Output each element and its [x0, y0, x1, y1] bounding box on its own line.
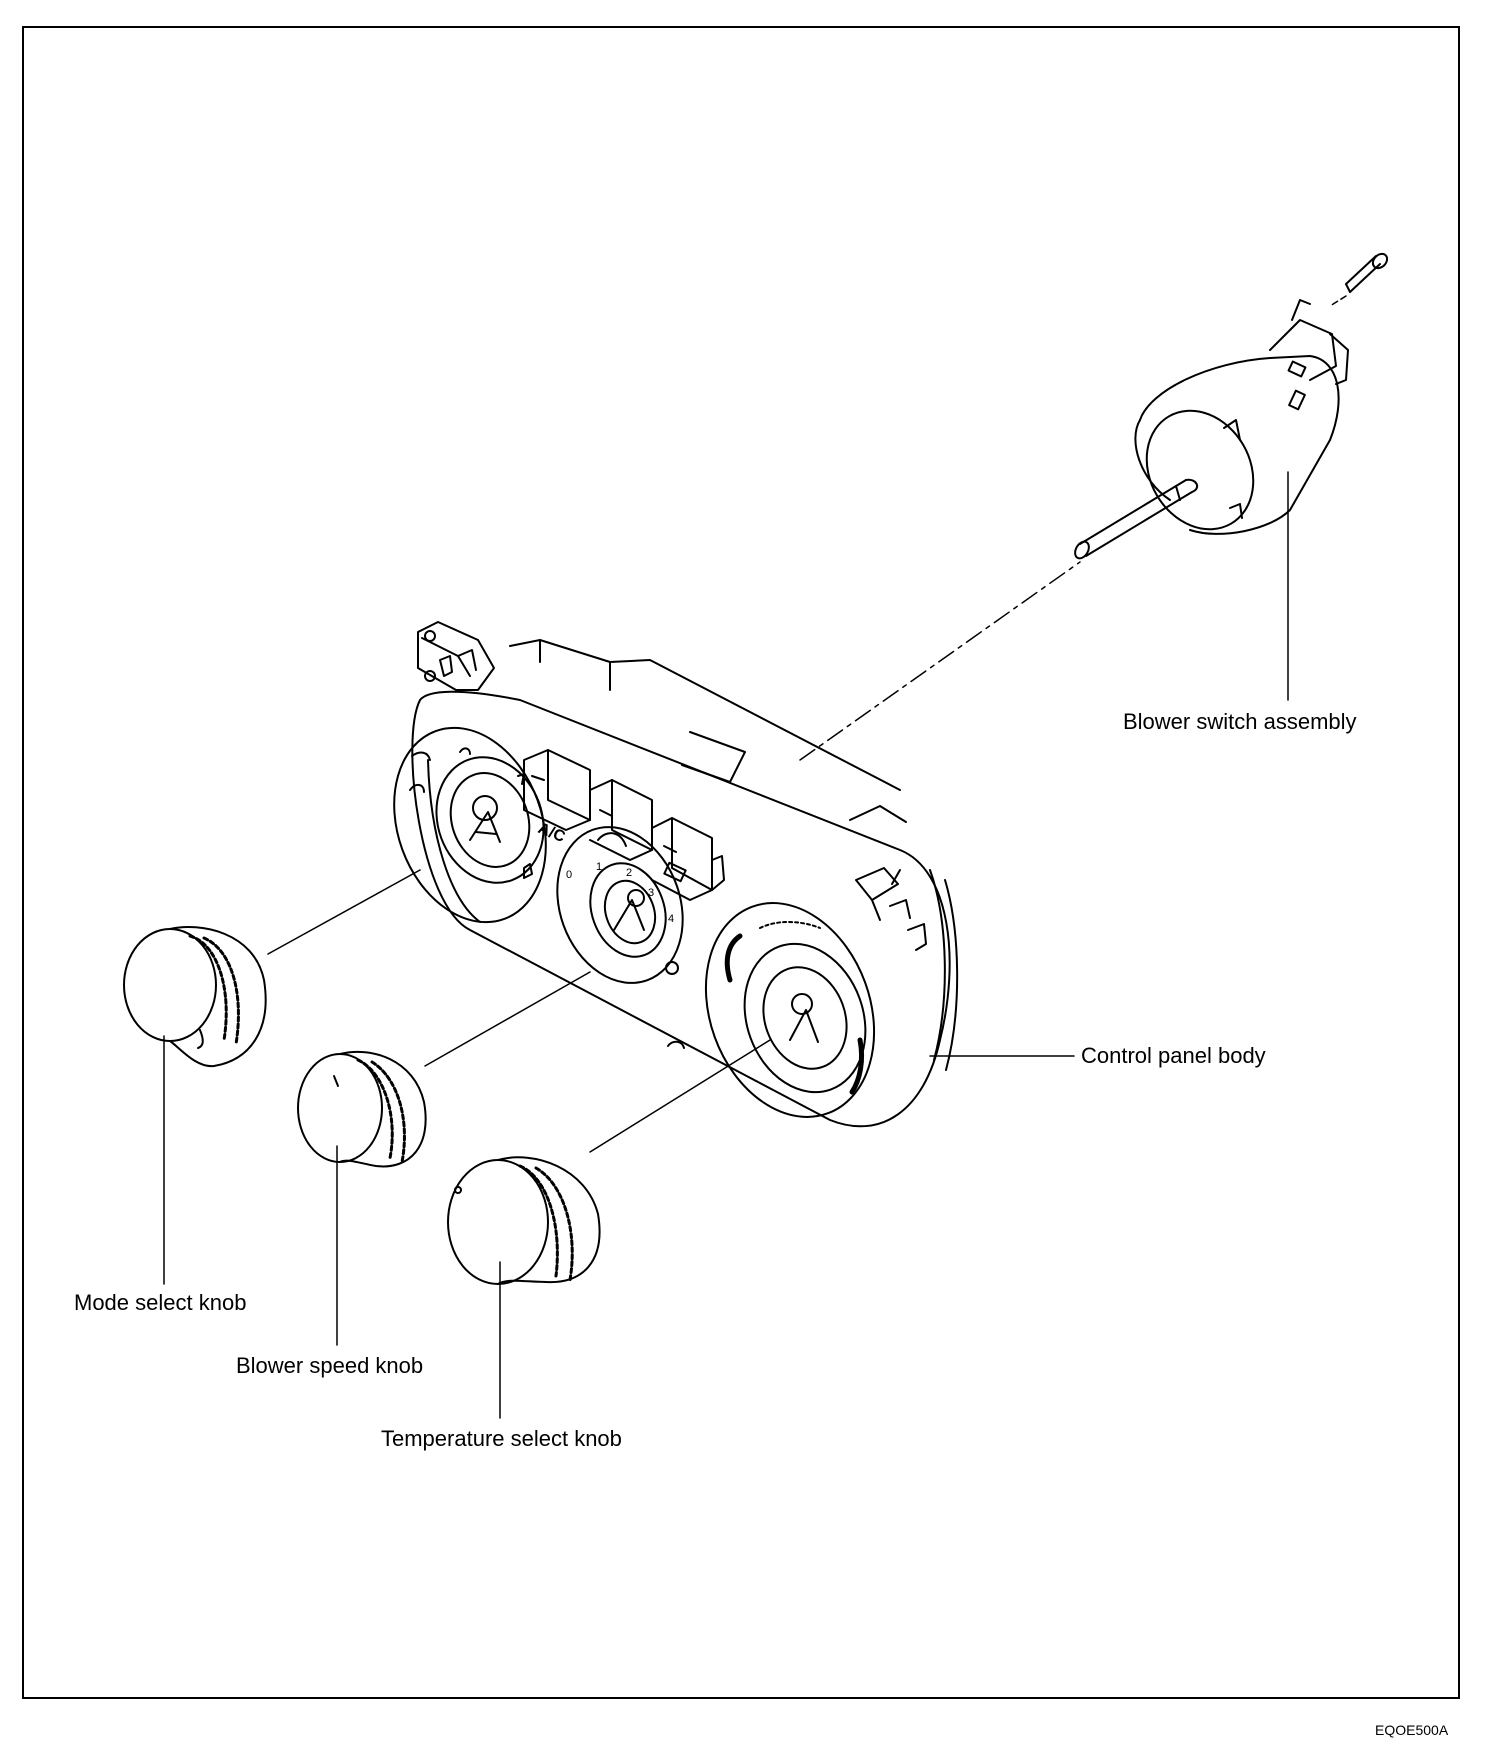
dial-scale-0: 0 — [566, 869, 572, 881]
dial-scale-3: 3 — [648, 887, 654, 899]
label-control-panel-body: Control panel body — [1081, 1043, 1266, 1068]
temperature-select-knob-part — [447, 1156, 601, 1285]
dial-scale-2: 2 — [626, 867, 632, 879]
blower-speed-knob-part — [297, 1050, 427, 1168]
label-temperature-select-knob: Temperature select knob — [381, 1426, 622, 1451]
mode-select-knob-part — [123, 926, 267, 1068]
diagram-frame — [22, 26, 1460, 1699]
dial-scale-1: 1 — [596, 861, 602, 873]
label-blower-switch-assembly: Blower switch assembly — [1123, 709, 1357, 734]
ac-button-legend: A/C — [536, 820, 568, 846]
label-mode-select-knob: Mode select knob — [74, 1290, 247, 1315]
label-blower-speed-knob: Blower speed knob — [236, 1353, 424, 1378]
figure-code: EQOE500A — [1375, 1722, 1449, 1738]
dial-scale-4: 4 — [668, 913, 674, 925]
control-panel-body — [393, 621, 959, 1128]
leader-lines — [163, 471, 1289, 1419]
alignment-lines — [267, 295, 1347, 1153]
blower-switch-assembly — [1074, 252, 1389, 560]
